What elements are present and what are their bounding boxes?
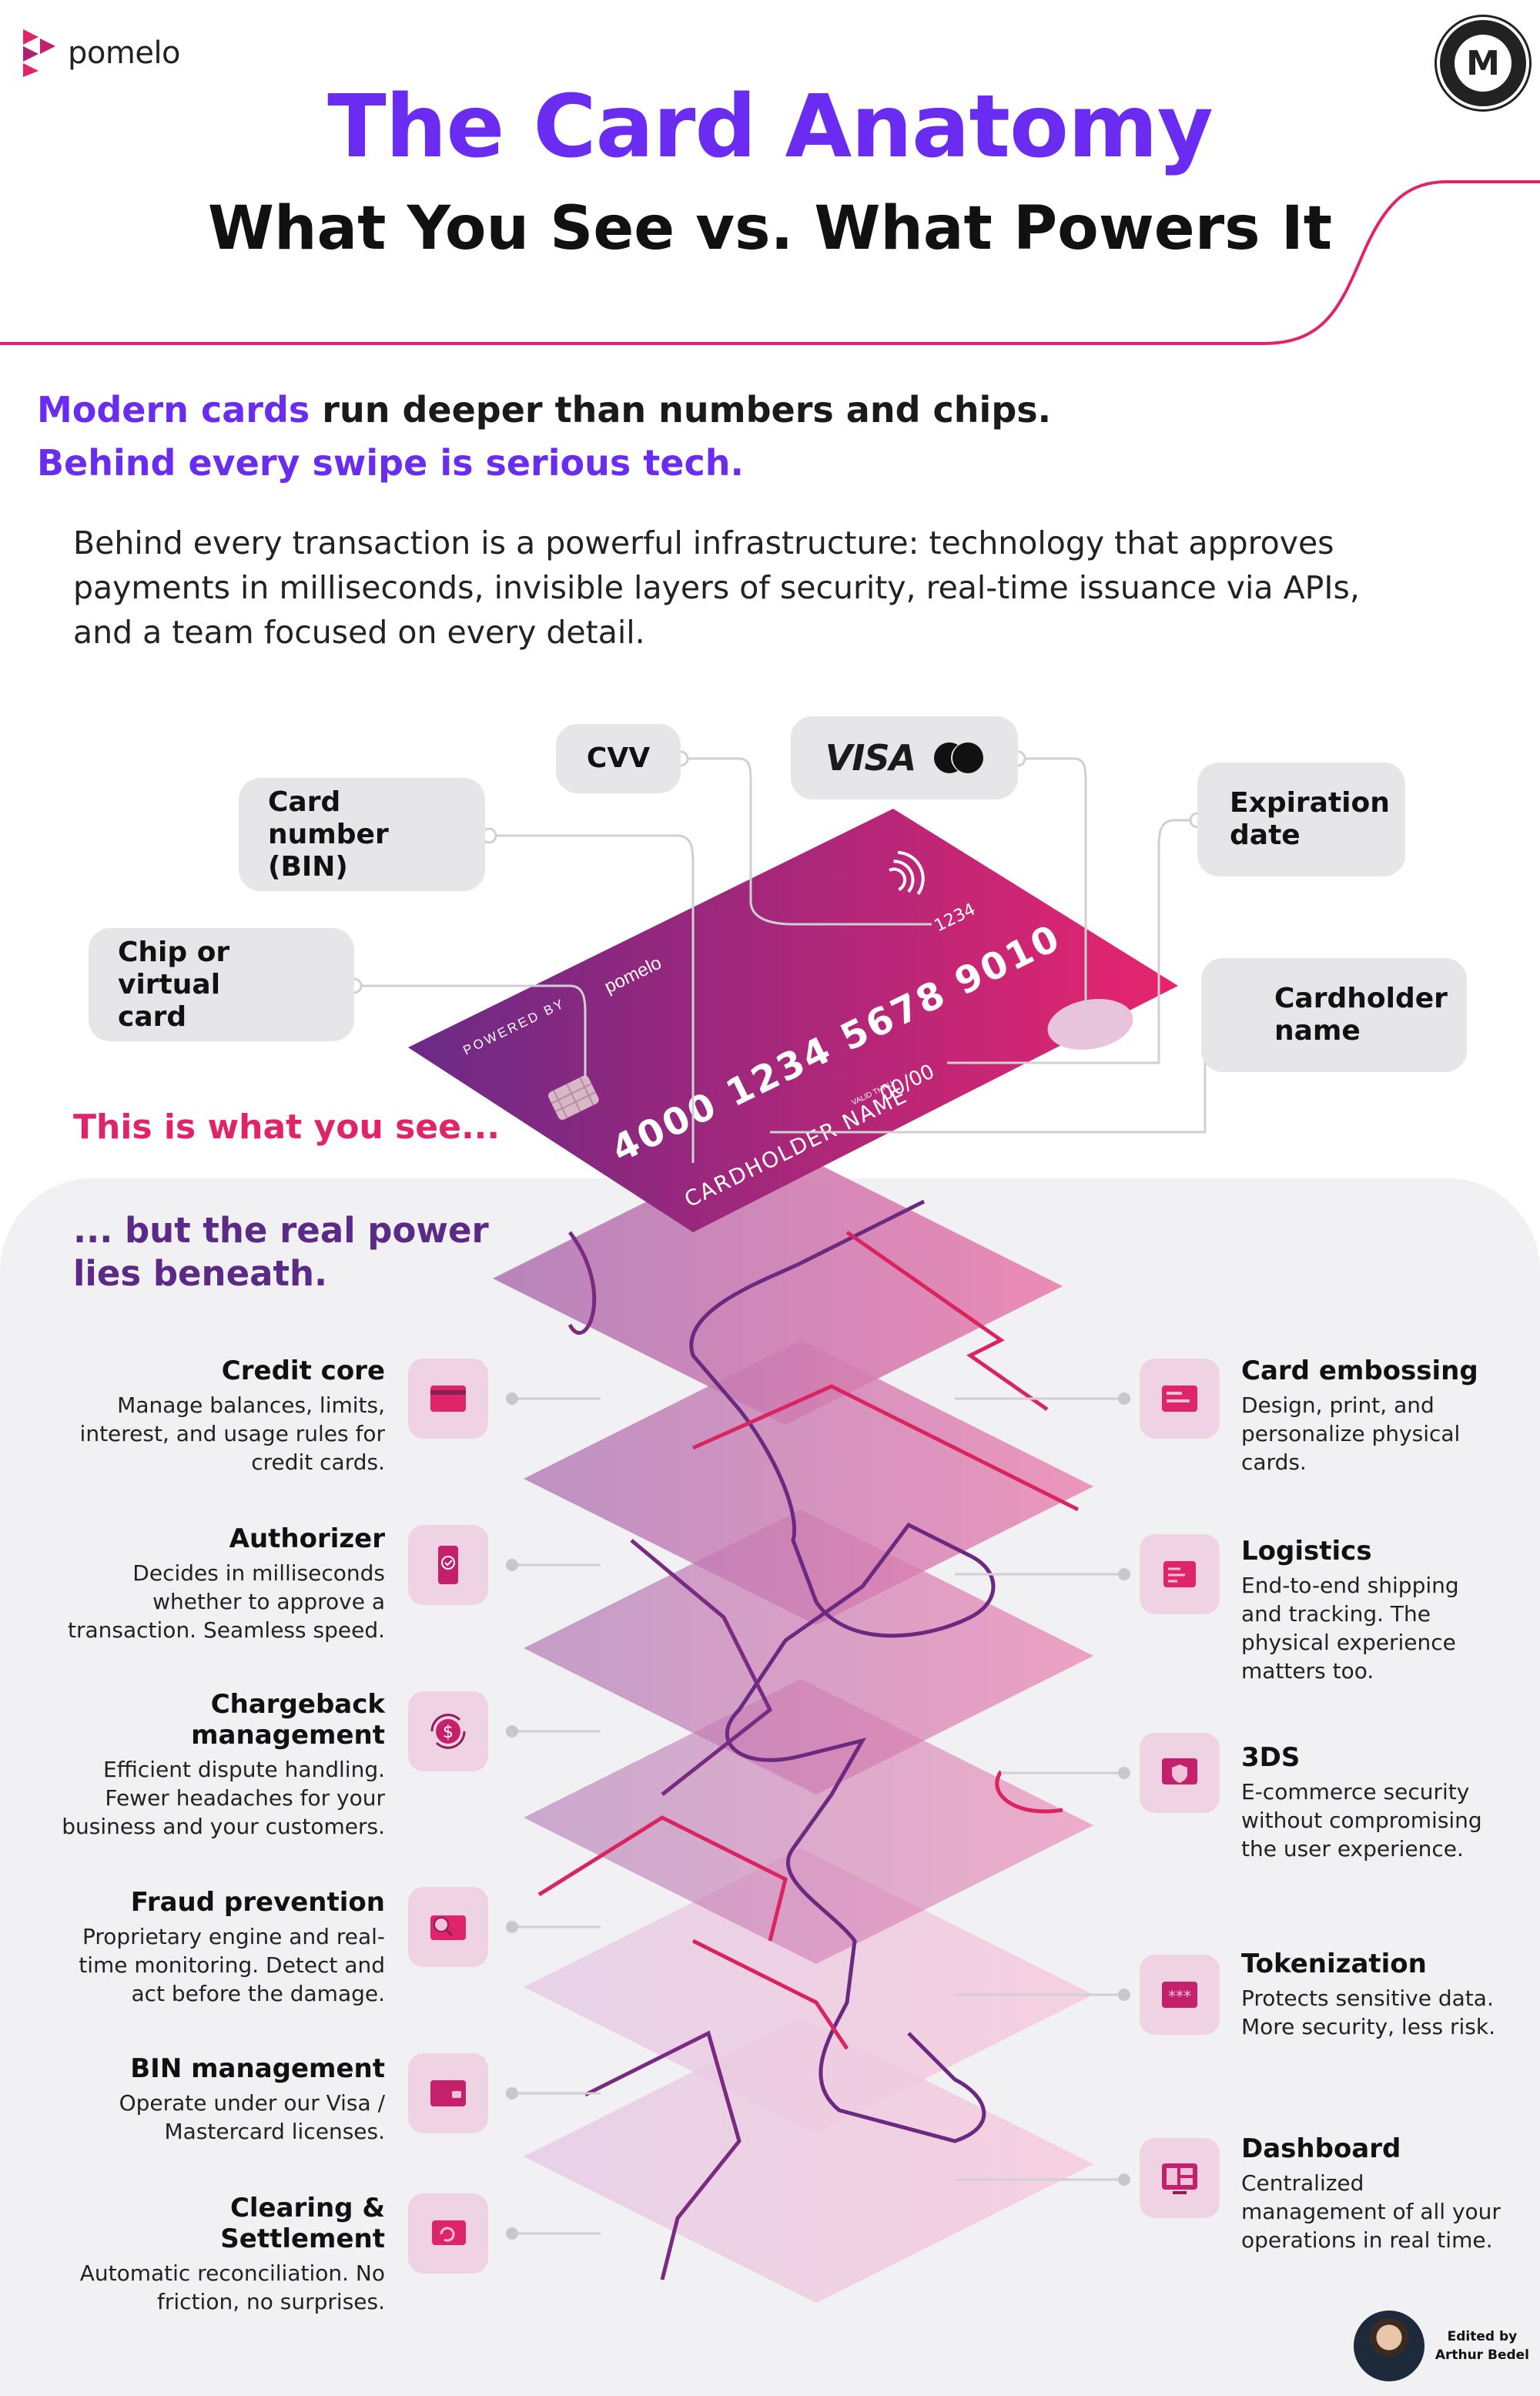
editor-credit: Edited by Arthur Bedel — [1353, 2311, 1529, 2381]
editor-line1: Edited by — [1447, 2329, 1518, 2344]
avatar — [1353, 2311, 1424, 2381]
feature-title: Clearing & Settlement — [220, 2193, 385, 2254]
feature-bin-management: BIN management Operate under our Visa / … — [62, 2053, 385, 2146]
layer-4 — [524, 1679, 1093, 1964]
feature-card-embossing: Card embossing Design, print, and person… — [1241, 1355, 1503, 1476]
svg-text:$: $ — [443, 1723, 454, 1742]
headline-line2: Behind every swipe is serious tech. — [37, 442, 744, 484]
callout-expiration-label: Expiration date — [1230, 787, 1390, 851]
layer-6 — [524, 2018, 1093, 2303]
brand-name: pomelo — [68, 35, 181, 71]
clearing-settlement-icon — [408, 2193, 488, 2274]
logistics-icon — [1140, 1534, 1220, 1614]
authorizer-icon — [408, 1525, 488, 1605]
feature-title: Credit core — [221, 1355, 385, 1386]
callout-chip-label: Chip or virtual card — [118, 936, 230, 1033]
feature-desc: Efficient dispute handling. Fewer headac… — [62, 1757, 385, 1839]
feature-tokenization: Tokenization Protects sensitive data. Mo… — [1241, 1949, 1503, 2041]
callout-cardholder-label: Cardholder name — [1274, 983, 1448, 1047]
dashboard-icon — [1140, 2138, 1220, 2218]
feature-desc: Proprietary engine and real-time monitor… — [79, 1924, 385, 2006]
callout-chip: Chip or virtual card — [89, 928, 354, 1041]
feature-desc: End-to-end shipping and tracking. The ph… — [1241, 1573, 1459, 1684]
feature-title: Authorizer — [229, 1523, 385, 1554]
feature-desc: Manage balances, limits, interest, and u… — [79, 1392, 385, 1475]
layer-5 — [524, 1848, 1093, 2133]
callout-cardholder: Cardholder name — [1201, 958, 1467, 1072]
callout-card-network: VISA — [791, 716, 1018, 799]
header-curve — [0, 180, 1540, 345]
feature-dashboard: Dashboard Centralized management of all … — [1241, 2133, 1503, 2254]
front-card: POWERED BY pomelo 4000 1234 5678 9010 VA… — [408, 809, 1178, 1232]
intro-paragraph: Behind every transaction is a powerful i… — [73, 524, 1360, 651]
seal-logo: M — [1437, 17, 1529, 109]
page-subtitle: What You See vs. What Powers It — [207, 194, 1333, 263]
mastercard-icon — [934, 742, 984, 773]
feature-desc: Centralized management of all your opera… — [1241, 2170, 1501, 2253]
feature-desc: Design, print, and personalize physical … — [1241, 1392, 1461, 1475]
feature-desc: Protects sensitive data. More security, … — [1241, 1985, 1495, 2039]
feature-clearing-settlement: Clearing & Settlement Automatic reconcil… — [62, 2193, 385, 2316]
editor-text: Edited by Arthur Bedel — [1435, 2327, 1529, 2364]
svg-text:***: *** — [1168, 1987, 1191, 2006]
brand: pomelo — [15, 28, 181, 79]
layer-1 — [493, 1140, 1063, 1425]
feature-title: Chargeback management — [191, 1689, 385, 1751]
feature-credit-core: Credit core Manage balances, limits, int… — [62, 1355, 385, 1476]
tokenization-icon: *** — [1140, 1955, 1220, 2035]
feature-fraud-prevention: Fraud prevention Proprietary engine and … — [62, 1887, 385, 2008]
editor-line2: Arthur Bedel — [1435, 2347, 1529, 2363]
headline-line1: Modern cards run deeper than numbers and… — [37, 389, 1051, 431]
headline-accent: Modern cards — [37, 389, 310, 431]
feature-desc: Automatic reconciliation. No friction, n… — [79, 2260, 385, 2314]
feature-desc: Operate under our Visa / Mastercard lice… — [119, 2090, 385, 2144]
feature-desc: E-commerce security without compromising… — [1241, 1779, 1482, 1862]
seal-letter: M — [1455, 35, 1512, 92]
callout-cvv: CVV — [556, 724, 681, 793]
feature-3ds: 3DS E-commerce security without compromi… — [1241, 1742, 1503, 1863]
card-embossing-icon — [1140, 1359, 1220, 1439]
beneath-label: ... but the real power lies beneath. — [73, 1210, 489, 1294]
feature-authorizer: Authorizer Decides in milliseconds wheth… — [62, 1523, 385, 1644]
feature-logistics: Logistics End-to-end shipping and tracki… — [1241, 1536, 1503, 1685]
fraud-prevention-icon — [408, 1887, 488, 1967]
feature-title: Card embossing — [1241, 1355, 1478, 1386]
layer-2 — [524, 1340, 1093, 1625]
page-title: The Card Anatomy — [327, 77, 1213, 177]
feature-title: Logistics — [1241, 1536, 1372, 1567]
feature-title: Fraud prevention — [130, 1887, 385, 1918]
credit-core-icon — [408, 1359, 488, 1439]
feature-desc: Decides in milliseconds whether to appro… — [68, 1560, 385, 1643]
feature-title: BIN management — [130, 2053, 385, 2084]
callout-bin-label: Card number (BIN) — [268, 786, 389, 883]
feature-title: Tokenization — [1241, 1949, 1427, 1979]
headline-rest: run deeper than numbers and chips. — [310, 389, 1052, 431]
bin-management-icon — [408, 2053, 488, 2133]
3ds-icon — [1140, 1733, 1220, 1813]
feature-title: 3DS — [1241, 1742, 1301, 1773]
visa-logo: VISA — [825, 737, 916, 779]
infrastructure-layers — [493, 1140, 1093, 2303]
layer-3 — [524, 1510, 1093, 1794]
feature-title: Dashboard — [1241, 2133, 1401, 2164]
circuit-traces — [537, 1199, 1080, 2280]
callout-bin: Card number (BIN) — [239, 778, 485, 891]
chargeback-icon: $ — [408, 1691, 488, 1771]
see-label: This is what you see... — [73, 1108, 500, 1147]
callout-expiration: Expiration date — [1197, 762, 1405, 876]
feature-chargeback: Chargeback management Efficient dispute … — [62, 1689, 385, 1841]
pomelo-logo-icon — [23, 29, 55, 77]
